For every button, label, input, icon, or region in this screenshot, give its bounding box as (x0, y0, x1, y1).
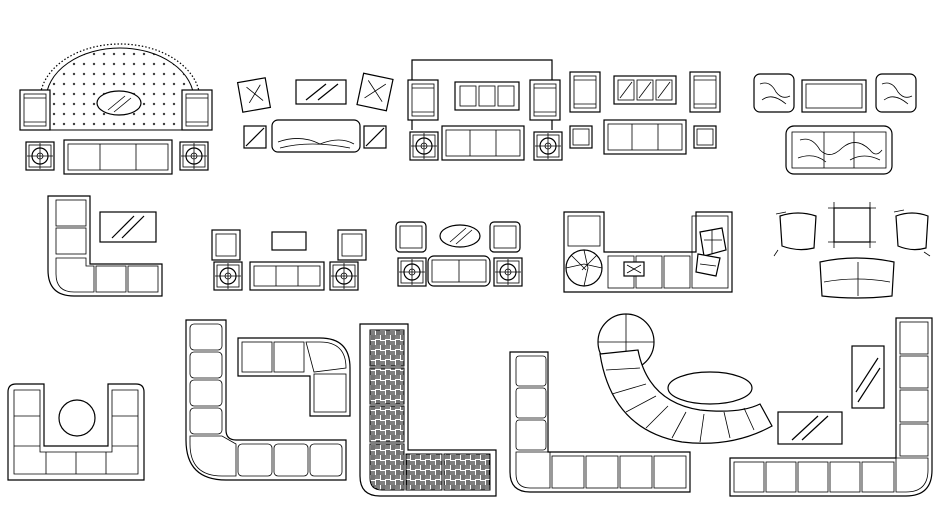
small-sofa-set (569, 71, 721, 155)
j-sectional (185, 319, 347, 481)
pillow-sofa-set (236, 72, 394, 153)
lamp-sofa-set (211, 229, 367, 291)
corner-sectional (563, 211, 733, 293)
framed-sofa-set (407, 59, 563, 161)
curved-sectional-oval (597, 313, 843, 445)
sketch-sofa-set (773, 202, 931, 299)
l-sectional-plain (509, 351, 691, 493)
long-l-sectional (729, 317, 933, 497)
hatched-l-sectional (359, 323, 497, 497)
oval-table-set (395, 221, 523, 287)
l-corner-sofa (47, 195, 163, 297)
patterned-sofa-set (753, 73, 917, 175)
curved-tufted-sectional (237, 337, 351, 417)
u-sofa-round-table (7, 383, 145, 481)
round-lounge-set (19, 43, 213, 175)
